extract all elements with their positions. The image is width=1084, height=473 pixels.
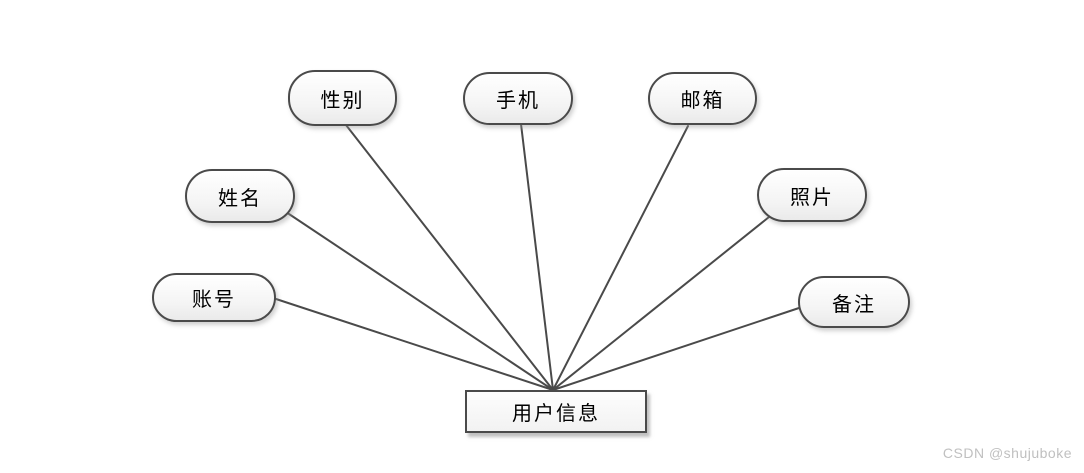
node-name-label: 姓名	[218, 187, 262, 210]
watermark-text: CSDN @shujuboke	[942, 445, 1072, 461]
node-email-label: 邮箱	[680, 90, 725, 112]
connector-line-name	[285, 211, 554, 391]
node-entity-user-info: 用户信息	[465, 390, 647, 433]
connector-line-gender	[345, 124, 554, 391]
node-gender: 性别	[288, 70, 397, 126]
connector-line-email	[552, 125, 689, 391]
node-mobile: 手机	[463, 72, 573, 125]
node-email: 邮箱	[648, 72, 757, 125]
node-remark-label: 备注	[832, 293, 876, 316]
connector-line-remark	[552, 307, 800, 391]
node-name: 姓名	[185, 169, 295, 223]
node-entity-label: 用户信息	[512, 403, 600, 425]
node-photo-label: 照片	[790, 186, 834, 209]
connector-line-photo	[552, 212, 775, 391]
node-remark: 备注	[798, 276, 910, 328]
node-photo: 照片	[757, 168, 867, 222]
node-gender-label: 性别	[320, 89, 365, 112]
node-account: 账号	[152, 273, 276, 322]
connector-line-mobile	[520, 123, 554, 391]
node-account-label: 账号	[192, 289, 236, 311]
connector-line-account	[275, 298, 554, 391]
node-mobile-label: 手机	[496, 90, 540, 112]
